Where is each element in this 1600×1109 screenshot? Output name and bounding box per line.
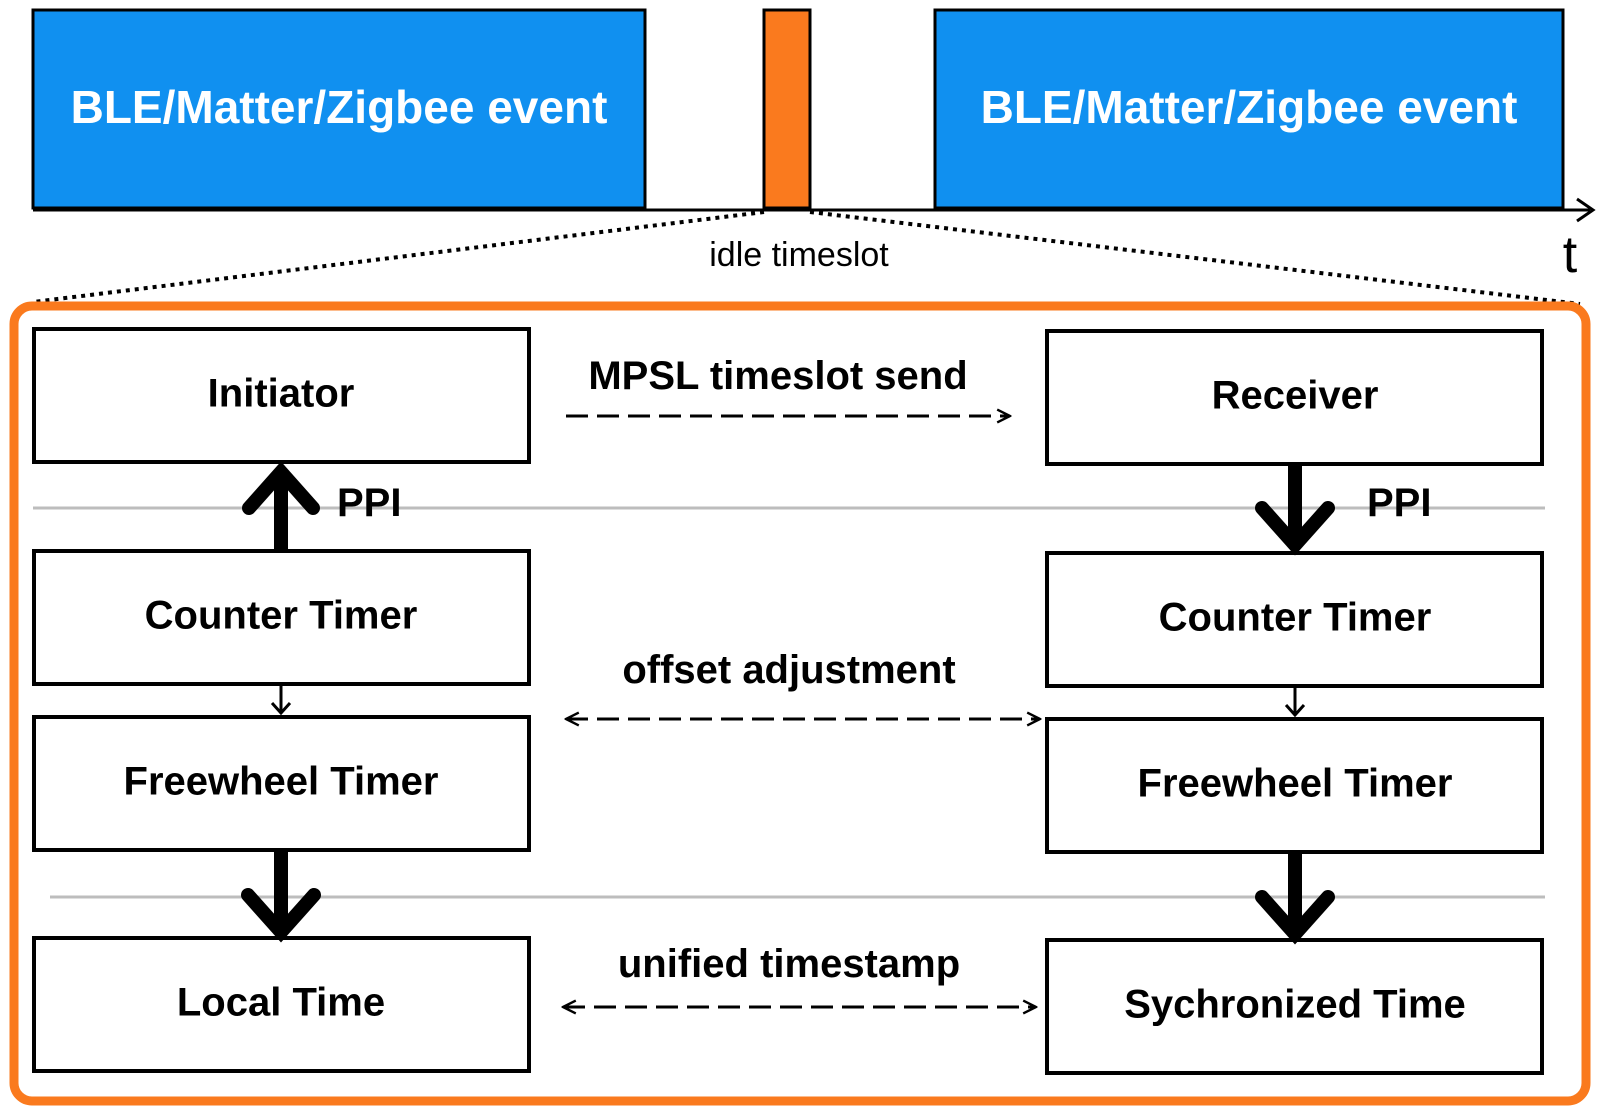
event-block-left-label: BLE/Matter/Zigbee event [71,81,608,133]
left-counter-timer-box [32,549,531,686]
right-freewheel-timer-box [1045,717,1544,854]
left-freewheel-timer-label: Freewheel Timer [124,760,439,804]
time-axis-label: t [1563,226,1578,284]
right-freewheel-timer-label: Freewheel Timer [1138,762,1453,806]
initiator-box [32,327,531,464]
local-time-label: Local Time [177,981,385,1025]
idle-timeslot-detail-frame [9,301,1591,1106]
right-column: Receiver Counter Timer Freewheel Timer S… [1045,329,1544,1075]
unified-timestamp-label: unified timestamp [618,942,960,986]
right-thick-arrowhead [1255,890,1335,945]
idle-timeslot-label: idle timeslot [709,236,889,274]
left-small-arrowhead [270,701,292,716]
cross-links: MPSL timeslot send offset adjustment uni… [563,354,1040,1007]
receiver-box [1045,329,1544,466]
zoom-line-right [809,210,1581,306]
local-time-box [32,936,531,1073]
left-thick-arrowhead [241,888,321,943]
zoom-line-left [32,210,765,304]
right-ppi-label: PPI [1367,481,1431,525]
left-freewheel-timer-box [32,715,531,852]
right-ppi-arrowhead [1255,501,1335,556]
right-small-arrowhead [1284,703,1306,718]
time-axis-arrowhead [1576,197,1596,223]
offset-adjustment-label: offset adjustment [622,648,955,692]
synchronized-time-box [1045,938,1544,1075]
right-counter-timer-box [1045,551,1544,688]
event-block-right [933,8,1565,210]
left-ppi-label: PPI [337,481,401,525]
receiver-label: Receiver [1212,374,1379,418]
initiator-label: Initiator [208,372,355,416]
idle-timeslot-block [762,8,812,210]
event-block-right-label: BLE/Matter/Zigbee event [981,81,1518,133]
left-column: Initiator Counter Timer Freewheel Timer … [32,327,531,1073]
right-counter-timer-label: Counter Timer [1159,596,1432,640]
left-ppi-arrowhead [242,461,320,515]
synchronized-time-label: Sychronized Time [1124,983,1466,1027]
mpsl-send-label: MPSL timeslot send [588,354,967,398]
left-counter-timer-label: Counter Timer [145,594,418,638]
timeline: BLE/Matter/Zigbee event BLE/Matter/Zigbe… [31,8,1596,306]
event-block-left [31,8,647,210]
